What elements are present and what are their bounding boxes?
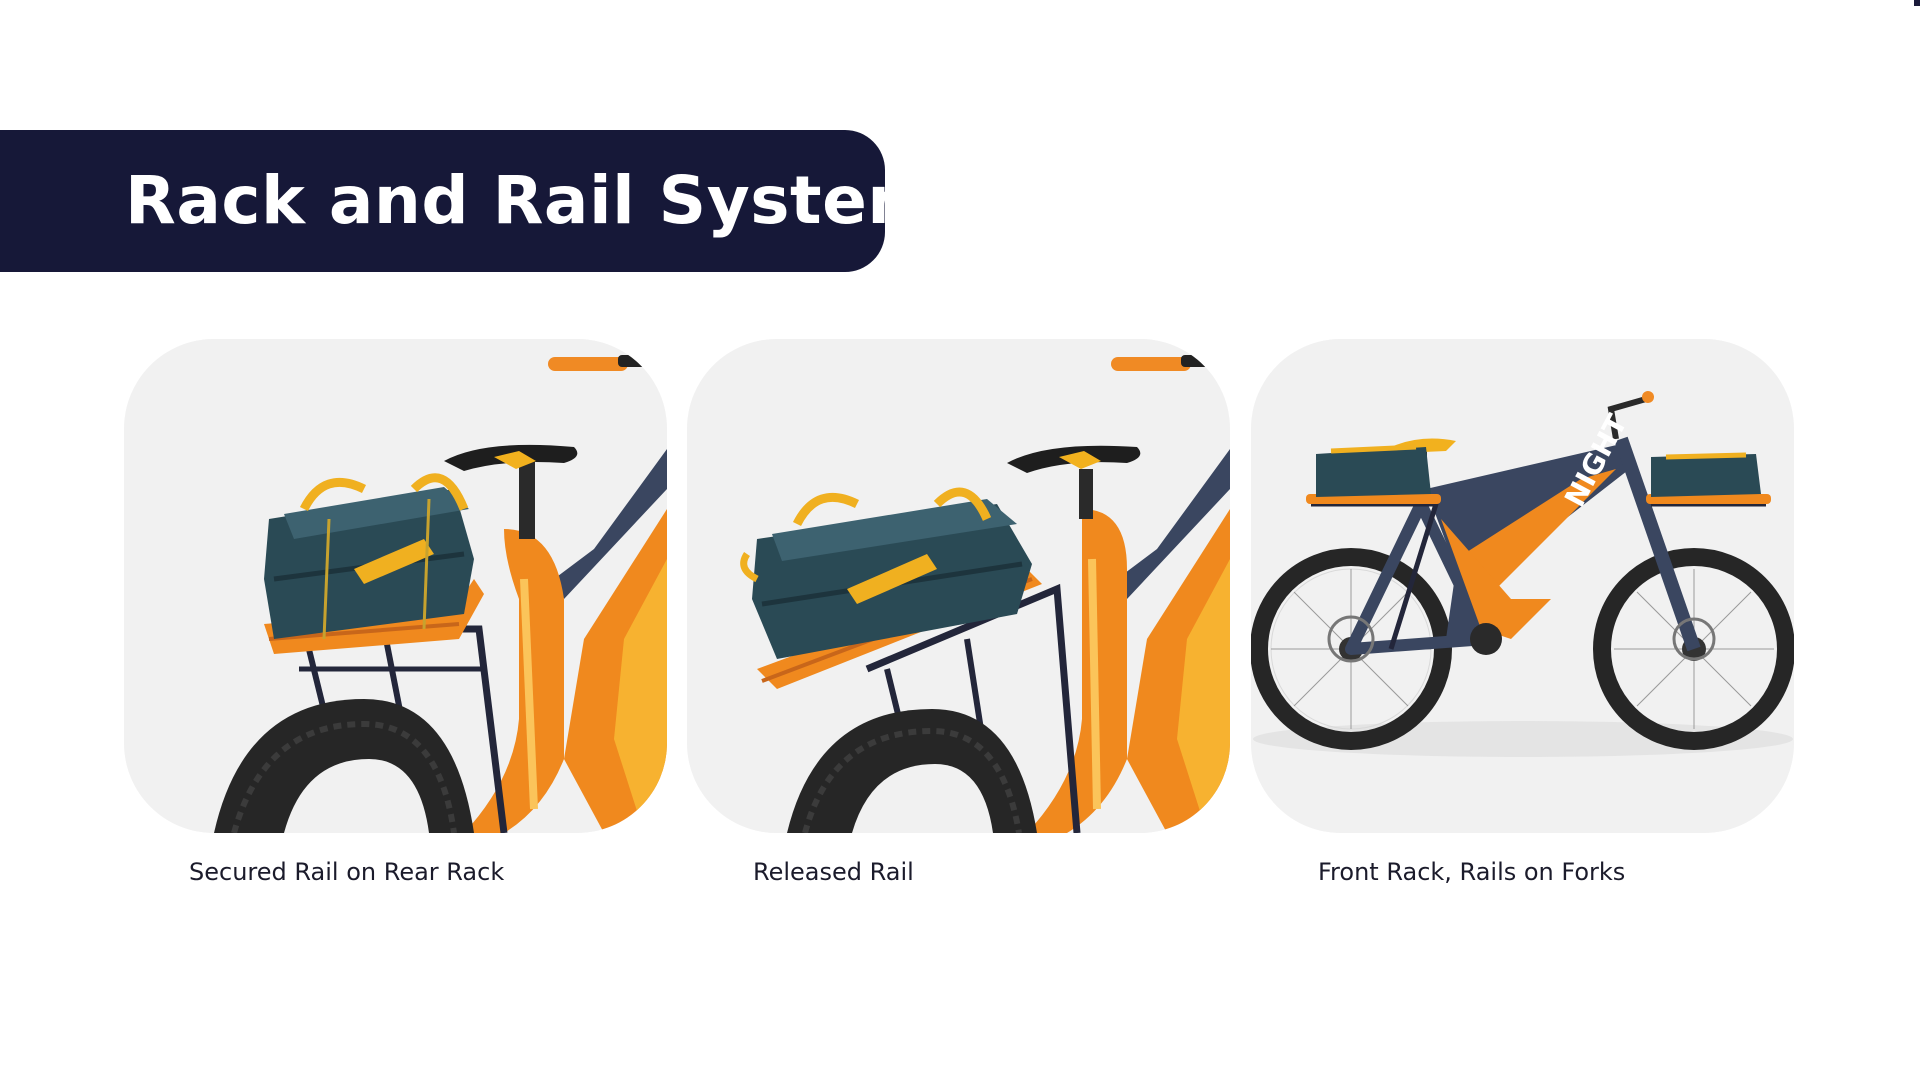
image-card-released-rail <box>687 339 1230 833</box>
full-bike-illustration: NIGHT <box>1251 339 1794 833</box>
corner-mark <box>1914 0 1920 6</box>
bike-rear-rack-released-illustration <box>687 339 1230 833</box>
caption-secured-rail: Secured Rail on Rear Rack <box>189 858 505 886</box>
bike-rear-rack-secured-illustration <box>124 339 667 833</box>
slide-title: Rack and Rail System <box>125 162 937 239</box>
caption-front-rack: Front Rack, Rails on Forks <box>1318 858 1626 886</box>
image-card-secured-rail <box>124 339 667 833</box>
image-card-front-rack: NIGHT <box>1251 339 1794 833</box>
title-banner: Rack and Rail System <box>0 130 936 272</box>
caption-released-rail: Released Rail <box>753 858 914 886</box>
